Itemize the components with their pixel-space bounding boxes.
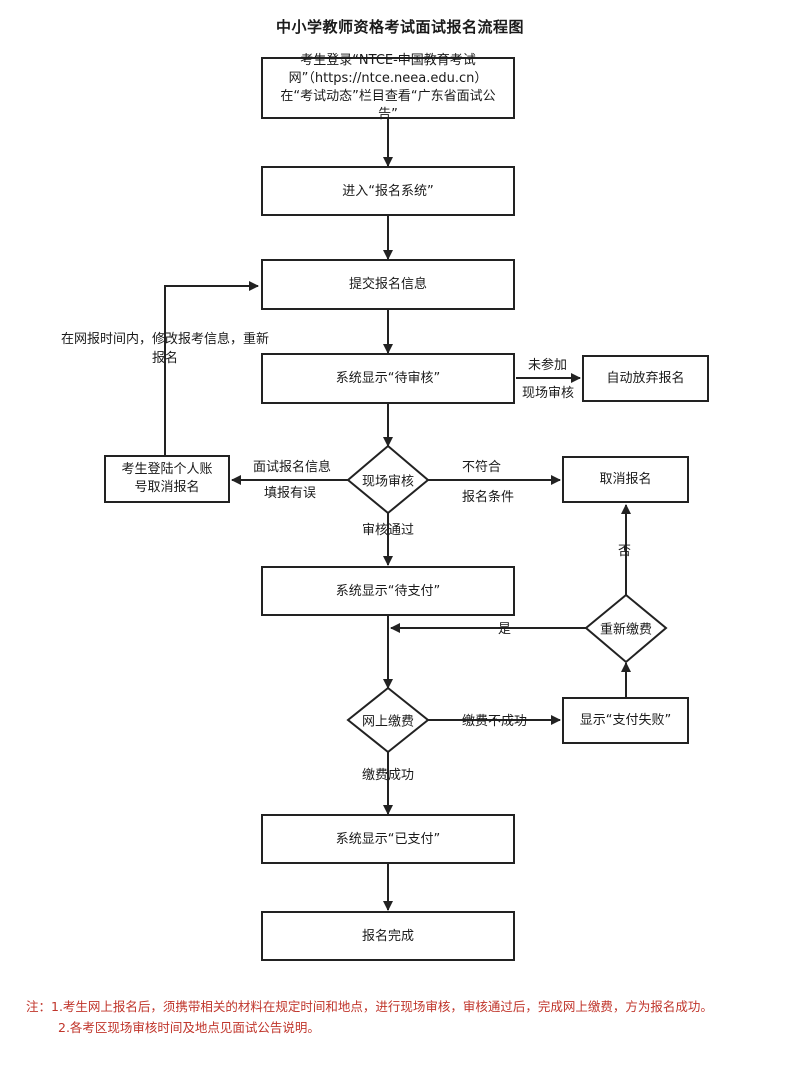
node-login-cancel: 考生登陆个人账号取消报名 — [104, 455, 230, 503]
page-title: 中小学教师资格考试面试报名流程图 — [275, 18, 524, 36]
edge-label-info-error-2: 填报有误 — [264, 486, 317, 501]
footnotes: 注：1.考生网上报名后，须携带相关的材料在规定时间和地点，进行现场审核，审核通过… — [26, 996, 713, 1038]
node-auto-give-up: 自动放弃报名 — [582, 355, 709, 402]
node-enter-system: 进入“报名系统” — [261, 166, 515, 216]
diamond-onsite-review-label: 现场审核 — [361, 474, 415, 490]
node-pending-pay: 系统显示“待支付” — [261, 566, 515, 616]
edge-label-yes: 是 — [498, 622, 512, 637]
edge-label-not-meet-1: 不符合 — [462, 460, 502, 475]
node-login-notice: 考生登录“NTCE-中国教育考试网”（https://ntce.neea.edu… — [261, 53, 515, 122]
edge-label-modify-info: 在网报时间内，修改报考信息，重新报名 — [60, 332, 269, 366]
edge-label-not-attend: 未参加 — [528, 358, 568, 373]
edge-label-no: 否 — [618, 544, 632, 559]
diamond-online-pay-label: 网上缴费 — [361, 714, 415, 730]
node-pending-review: 系统显示“待审核” — [261, 353, 515, 404]
diamond-online-pay — [346, 686, 430, 754]
node-submit-info: 提交报名信息 — [261, 259, 515, 310]
diamond-repay — [584, 593, 668, 664]
node-paid: 系统显示“已支付” — [261, 814, 515, 864]
edge-label-pay-unsuccessful: 缴费不成功 — [462, 714, 528, 729]
footnote-1: 注：1.考生网上报名后，须携带相关的材料在规定时间和地点，进行现场审核，审核通过… — [26, 999, 713, 1014]
arrow-logincancel-submit — [164, 281, 259, 455]
edge-label-review-passed: 审核通过 — [362, 523, 415, 538]
edge-label-info-error-1: 面试报名信息 — [253, 460, 332, 475]
node-pay-failed: 显示“支付失败” — [562, 697, 689, 744]
node-cancel: 取消报名 — [562, 456, 689, 503]
diamond-repay-label: 重新缴费 — [599, 622, 653, 638]
node-done: 报名完成 — [261, 911, 515, 961]
diamond-onsite-review — [346, 444, 430, 515]
edge-label-onsite-review: 现场审核 — [522, 386, 575, 401]
edge-label-pay-success: 缴费成功 — [362, 768, 415, 783]
edge-label-not-meet-2: 报名条件 — [462, 490, 515, 505]
footnote-2: 2.各考区现场审核时间及地点见面试公告说明。 — [58, 1020, 320, 1035]
